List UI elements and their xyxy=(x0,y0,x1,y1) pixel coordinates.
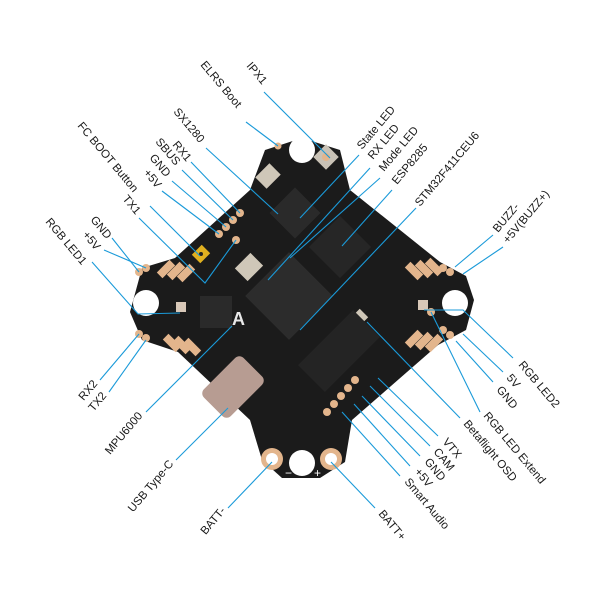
crystal-top xyxy=(255,163,281,189)
board-logo: A xyxy=(232,309,245,329)
silk-minus: − xyxy=(285,466,292,480)
mount-hole-left xyxy=(133,290,159,316)
label-ipx1: IPX1 xyxy=(244,60,269,87)
mount-hole-right xyxy=(442,290,468,316)
crystal-left xyxy=(234,252,264,282)
motor-pads-3 xyxy=(162,333,202,357)
label-rgb-led1: RGB LED1 xyxy=(43,216,89,267)
label-stm32: STM32F411CEU6 xyxy=(413,130,482,209)
label-rgb-led2: RGB LED2 xyxy=(516,359,562,410)
label-batt-minus: BATT- xyxy=(199,505,229,537)
batt-minus-pad-hole xyxy=(266,453,278,465)
label-elrs-boot: ELRS Boot xyxy=(198,59,244,111)
rgb-led2 xyxy=(418,300,428,310)
silk-plus: + xyxy=(314,466,321,480)
flight-controller-board: − + xyxy=(130,137,474,480)
ipx1-center xyxy=(322,153,330,161)
label-sx1280: SX1280 xyxy=(171,106,207,145)
batt-plus-pad-hole xyxy=(325,453,337,465)
motor-pads-1 xyxy=(404,329,444,353)
rgb-led1 xyxy=(176,302,186,312)
label-tx1: TX1 xyxy=(120,193,143,217)
label-fc-boot: FC BOOT Button xyxy=(75,120,140,195)
mount-hole-bottom xyxy=(289,450,315,476)
label-mpu6000: MPU6000 xyxy=(103,410,145,457)
mount-hole-top xyxy=(289,137,315,163)
fc-boot-button-dot xyxy=(199,252,203,256)
label-usb-type-c: USB Type-C xyxy=(126,458,176,515)
label-batt-plus: BATT+ xyxy=(376,508,408,543)
usb-type-c-port xyxy=(202,356,264,418)
leader-lines xyxy=(91,91,514,509)
osd-chip xyxy=(297,309,381,393)
mpu6000-chip xyxy=(200,296,232,328)
motor-pads-2 xyxy=(404,257,444,281)
